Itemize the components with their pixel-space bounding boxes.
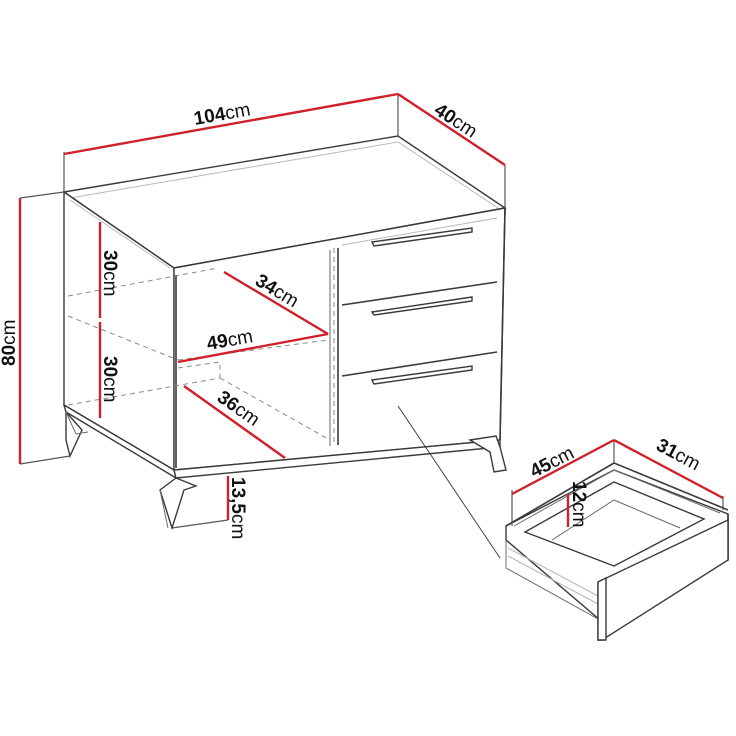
dimension-lines — [18, 92, 506, 529]
shelf-width-line — [177, 332, 329, 364]
drawer-1 — [341, 217, 498, 306]
drawer-2-handle — [370, 296, 473, 316]
shelf-lower-depth-line — [183, 385, 286, 459]
depth-dimension-line — [397, 93, 506, 166]
depth-label: 40cm — [430, 100, 480, 143]
leg-front-left — [159, 477, 199, 531]
shelf-upper-height-label: 30cm — [99, 250, 120, 296]
drawer-1-handle — [370, 227, 473, 247]
width-dimension-line — [63, 92, 399, 156]
height-label: 80cm — [0, 320, 20, 366]
drawer-depth-label: 31cm — [653, 435, 704, 475]
drawer-2 — [341, 296, 498, 377]
leg-height-label: 13,5cm — [227, 477, 248, 539]
shelf-width-label: 49cm — [205, 326, 254, 355]
detail-leader-line — [397, 405, 501, 559]
cabinet — [62, 135, 507, 559]
drawer-height-label: 12cm — [568, 481, 589, 527]
drawer-width-line — [511, 438, 615, 496]
drawer-3-handle — [370, 365, 473, 385]
drawer-depth-line — [613, 438, 724, 500]
drawer-width-label: 45cm — [527, 443, 578, 483]
drawer-detail: 45cm 31cm 12cm — [505, 435, 729, 641]
shelf-lower-height-label: 30cm — [99, 356, 120, 402]
shelf-upper-depth-line — [223, 270, 329, 336]
legs — [65, 410, 507, 531]
drawer-3 — [370, 365, 473, 385]
leg-front-right — [467, 435, 507, 473]
